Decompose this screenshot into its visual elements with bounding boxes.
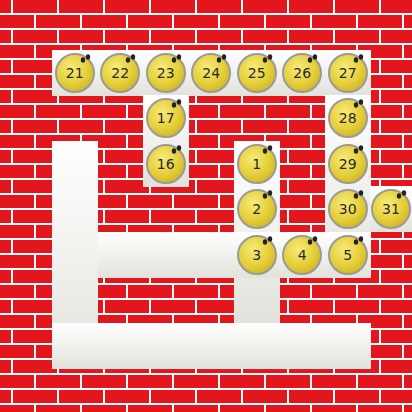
step-ball: 23 bbox=[146, 53, 186, 93]
footprint-icon bbox=[171, 99, 183, 109]
footprint-icon bbox=[353, 236, 365, 246]
footprint-icon bbox=[262, 190, 274, 200]
step-number: 22 bbox=[111, 66, 129, 80]
step-ball: 29 bbox=[328, 144, 368, 184]
step-ball: 25 bbox=[237, 53, 277, 93]
footprint-icon bbox=[262, 236, 274, 246]
footprint-icon bbox=[307, 54, 319, 64]
step-number: 1 bbox=[252, 157, 261, 171]
step-ball: 2 bbox=[237, 189, 277, 229]
step-number: 29 bbox=[339, 157, 357, 171]
footprint-icon bbox=[353, 99, 365, 109]
step-number: 30 bbox=[339, 202, 357, 216]
step-number: 5 bbox=[343, 248, 352, 262]
step-ball: 27 bbox=[328, 53, 368, 93]
step-number: 23 bbox=[157, 66, 175, 80]
step-ball: 16 bbox=[146, 144, 186, 184]
step-ball: 21 bbox=[55, 53, 95, 93]
step-number: 25 bbox=[248, 66, 266, 80]
footprint-icon bbox=[262, 54, 274, 64]
step-ball: 5 bbox=[328, 235, 368, 275]
step-ball: 22 bbox=[100, 53, 140, 93]
step-ball: 3 bbox=[237, 235, 277, 275]
corridor bbox=[52, 50, 412, 369]
step-number: 24 bbox=[202, 66, 220, 80]
step-ball: 4 bbox=[282, 235, 322, 275]
step-ball: 31 bbox=[371, 189, 411, 229]
step-number: 31 bbox=[382, 202, 400, 216]
footprint-icon bbox=[262, 145, 274, 155]
step-number: 28 bbox=[339, 111, 357, 125]
step-ball: 30 bbox=[328, 189, 368, 229]
step-number: 17 bbox=[157, 111, 175, 125]
footprint-icon bbox=[353, 190, 365, 200]
step-ball: 24 bbox=[191, 53, 231, 93]
step-number: 4 bbox=[298, 248, 307, 262]
footprint-icon bbox=[125, 54, 137, 64]
step-number: 3 bbox=[252, 248, 261, 262]
step-ball: 26 bbox=[282, 53, 322, 93]
step-ball: 28 bbox=[328, 98, 368, 138]
step-ball: 1 bbox=[237, 144, 277, 184]
step-ball: 17 bbox=[146, 98, 186, 138]
step-number: 16 bbox=[157, 157, 175, 171]
footprint-icon bbox=[353, 145, 365, 155]
footprint-icon bbox=[307, 236, 319, 246]
step-number: 2 bbox=[252, 202, 261, 216]
footprint-icon bbox=[353, 54, 365, 64]
step-number: 21 bbox=[66, 66, 84, 80]
footprint-icon bbox=[396, 190, 408, 200]
footprint-icon bbox=[171, 54, 183, 64]
step-number: 27 bbox=[339, 66, 357, 80]
footprint-icon bbox=[171, 145, 183, 155]
step-number: 26 bbox=[293, 66, 311, 80]
footprint-icon bbox=[80, 54, 92, 64]
footprint-icon bbox=[216, 54, 228, 64]
